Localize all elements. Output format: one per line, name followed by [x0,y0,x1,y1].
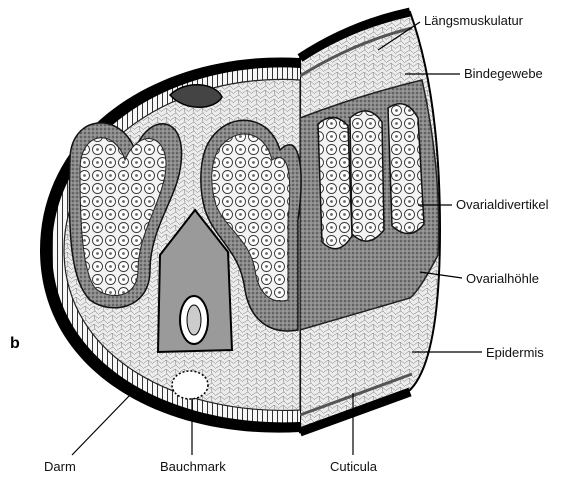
body-cylinder-extension [300,12,440,432]
label-bauchmark: Bauchmark [160,460,226,473]
panel-letter: b [10,335,20,353]
label-ovarialhoehle: Ovarialhöhle [466,272,539,285]
label-ovarialdivertikel: Ovarialdivertikel [456,198,548,211]
label-epidermis: Epidermis [486,346,544,359]
label-laengsmuskulatur: Längsmuskulatur [424,14,523,27]
label-bindegewebe: Bindegewebe [464,67,543,80]
label-darm: Darm [44,460,76,473]
ventral-nerve-cord [172,371,208,399]
cross-section-disk [40,57,301,432]
ovarial-diverticula-side [318,104,424,249]
label-cuticula: Cuticula [330,460,377,473]
